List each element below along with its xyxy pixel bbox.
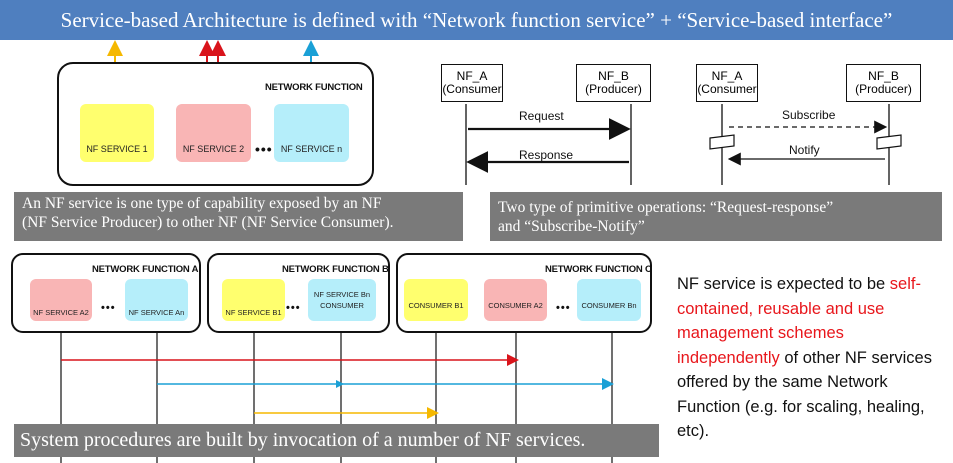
nf-service-b1: NF SERVICE B1 [222,279,285,321]
sn-producer-role: (Producer) [855,82,912,96]
note-rest: of other NF services offered by the same… [677,348,932,441]
consumer-a2: CONSUMER A2 [484,279,547,321]
nf-service-note: NF service is expected to be self-contai… [677,272,947,444]
rr-producer-box: NF_B (Producer) [576,64,651,102]
caption-nf-service-line1: An NF service is one type of capability … [22,195,382,212]
network-function-b-label: NETWORK FUNCTION B [282,264,389,275]
network-function-c-label: NETWORK FUNCTION C [545,264,652,275]
nf-c-more-dots: ••• [556,302,571,314]
nf-service-an-label: NF SERVICE An [128,308,185,317]
consumer-bn-label: CONSUMER Bn [581,301,637,310]
nf-service-bn-label: NF SERVICE Bn [313,290,371,299]
nf-service-bn-consumer-label: CONSUMER [320,301,364,310]
nf-service-b1-label: NF SERVICE B1 [225,308,282,317]
sn-consumer-role: (Consumer [697,82,757,96]
network-function-a-label: NETWORK FUNCTION A [92,264,199,275]
nf-service-2: NF SERVICE 2 [176,104,251,162]
caption-primitive-line2: and “Subscribe-Notify” [498,218,645,235]
note-highlight: self-contained, reusable and use managem… [677,275,921,367]
sn-consumer-box: NF_A (Consumer [696,64,758,102]
break-mark-a [709,134,735,150]
caption-system-procedures-text: System procedures are built by invocatio… [20,429,586,451]
nf-service-an: NF SERVICE An [125,279,188,321]
rr-consumer-name: NF_A [456,69,488,83]
nf-service-1: NF SERVICE 1 [80,104,154,162]
consumer-b1-label: CONSUMER B1 [408,301,464,310]
caption-primitive-line1: Two type of primitive operations: “Reque… [498,199,834,216]
rr-producer-name: NF_B [598,69,629,83]
sn-consumer-name: NF_A [711,69,743,83]
request-label: Request [519,109,564,123]
network-function-label: NETWORK FUNCTION [265,82,363,93]
nf-service-a2: NF SERVICE A2 [30,279,92,321]
caption-system-procedures: System procedures are built by invocatio… [14,424,659,457]
nf-service-n-label: NF SERVICE n [280,144,343,154]
nf-service-bn-consumer: NF SERVICE Bn CONSUMER [308,279,376,321]
rr-producer-role: (Producer) [585,82,642,96]
slide-title: Service-based Architecture is defined wi… [0,0,953,40]
consumer-a2-label: CONSUMER A2 [488,301,543,310]
rr-consumer-box: NF_A (Consumer [441,64,503,102]
sn-producer-box: NF_B (Producer) [846,64,921,102]
caption-nf-service-line2: (NF Service Producer) to other NF (NF Se… [22,214,394,231]
nf-b-more-dots: ••• [286,302,301,314]
more-services-dots: ••• [255,141,273,157]
break-mark-b [876,134,902,150]
nf-a-more-dots: ••• [101,302,116,314]
consumer-bn: CONSUMER Bn [577,279,641,321]
nf-service-2-label: NF SERVICE 2 [182,144,245,154]
rr-consumer-role: (Consumer [442,82,502,96]
subscribe-label: Subscribe [782,108,836,122]
nf-service-1-label: NF SERVICE 1 [86,144,148,154]
nf-service-a2-label: NF SERVICE A2 [33,308,89,317]
consumer-b1: CONSUMER B1 [404,279,468,321]
sn-producer-name: NF_B [868,69,899,83]
response-label: Response [519,148,574,162]
caption-primitive-operations: Two type of primitive operations: “Reque… [490,192,942,241]
nf-service-n: NF SERVICE n [274,104,349,162]
caption-nf-service: An NF service is one type of capability … [14,192,463,241]
notify-label: Notify [789,143,820,157]
note-intro: NF service is expected to be [677,275,890,293]
blue-midpoint-marker [336,380,344,388]
